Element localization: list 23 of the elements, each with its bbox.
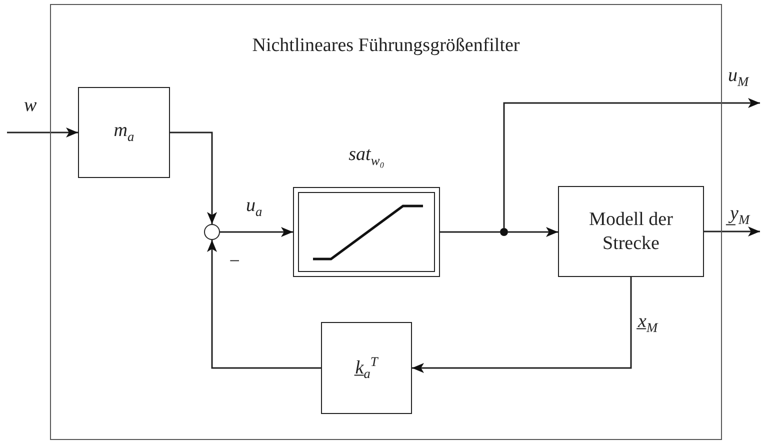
edge-label: u$_{a}$	[246, 196, 262, 218]
summing-junction	[204, 224, 220, 240]
edge-label: −	[228, 252, 241, 271]
arrow	[7, 128, 78, 138]
filter-frame	[50, 4, 722, 440]
arrow	[412, 277, 632, 373]
feedback-gain-block	[321, 322, 412, 414]
arrow	[207, 240, 321, 369]
edge-label: x̲$_{M}$	[638, 312, 658, 334]
edge-label: u$_{M}$	[728, 66, 749, 88]
arrow	[220, 227, 293, 237]
block-label: sat$_{w₀}$	[348, 144, 386, 169]
arrow	[508, 227, 558, 237]
block-label: m$_{a}$	[112, 119, 136, 146]
arrow	[704, 226, 760, 236]
branch-point	[500, 228, 508, 236]
gain-block	[78, 87, 170, 178]
arrow	[170, 132, 217, 224]
plant-model-block	[558, 186, 704, 277]
edge-label: w	[24, 96, 37, 115]
frame-label: Nichtlineares Führungsgrößenfilter	[252, 35, 520, 57]
block-label: Modell der Strecke	[588, 208, 674, 256]
arrow	[503, 98, 760, 228]
